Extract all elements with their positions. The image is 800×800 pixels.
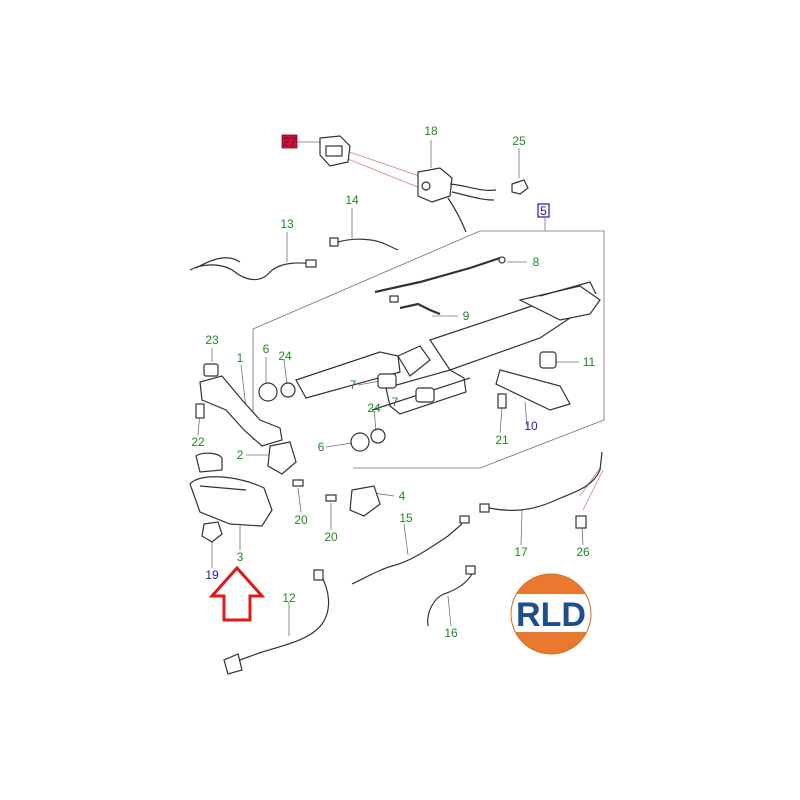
callout-14: 14 <box>345 193 359 207</box>
part-main-pipe <box>295 281 601 415</box>
part-heat-shield-2 <box>267 441 297 475</box>
part-mount-11 <box>539 351 557 369</box>
part-clamp-6a <box>258 382 296 402</box>
part-gasket-19 <box>201 521 223 543</box>
boxed-callouts: 27 5 <box>281 134 550 218</box>
callout-4: 4 <box>399 489 406 503</box>
callout-20b: 20 <box>324 530 338 544</box>
exhaust-parts <box>189 135 603 675</box>
callout-6a: 6 <box>263 342 270 356</box>
part-stud-22 <box>195 403 205 419</box>
callout-21: 21 <box>495 433 509 447</box>
callout-11: 11 <box>583 355 596 369</box>
part-sensor-cable-13 <box>189 257 317 281</box>
part-clamp-6b <box>350 428 386 452</box>
part-sensor-cable-12 <box>223 569 330 675</box>
part-hanger-7 <box>377 373 435 403</box>
leader-lines <box>197 140 605 636</box>
part-nut-23 <box>203 363 219 377</box>
callout-24a: 24 <box>278 349 292 363</box>
callout-9: 9 <box>463 309 470 323</box>
rld-logo: RLD <box>510 573 592 655</box>
callout-16: 16 <box>444 626 458 640</box>
part-actuator <box>417 167 497 233</box>
callout-1: 1 <box>237 351 244 365</box>
callout-22: 22 <box>191 435 205 449</box>
callout-20a: 20 <box>294 513 308 527</box>
callout-25: 25 <box>512 134 526 148</box>
callout-18: 18 <box>424 124 438 138</box>
callout-24b: 24 <box>367 401 381 415</box>
part-sensor-cable-17 <box>479 451 603 513</box>
callout-23: 23 <box>205 333 219 347</box>
callout-27: 27 <box>283 135 297 149</box>
callout-12: 12 <box>282 591 296 605</box>
part-sensor-cable-14 <box>329 237 399 251</box>
part-sensor-cable-16 <box>427 565 476 627</box>
part-connector-26 <box>575 515 587 529</box>
callout-5: 5 <box>540 204 547 218</box>
up-arrow-icon <box>208 565 266 622</box>
part-bolt-21 <box>497 393 507 409</box>
part-sensor-cable-15 <box>351 515 470 585</box>
callout-labels: 18 25 14 13 8 9 23 6 24 1 11 7 7 24 22 2… <box>191 124 595 640</box>
part-downpipe-1 <box>199 375 283 447</box>
callout-7b: 7 <box>392 395 399 409</box>
callout-13: 13 <box>280 217 294 231</box>
callout-3: 3 <box>237 550 244 564</box>
callout-10: 10 <box>524 419 538 433</box>
callout-7a: 7 <box>350 378 357 392</box>
part-pressure-sensor <box>319 135 351 167</box>
callout-17: 17 <box>514 545 528 559</box>
callout-8: 8 <box>533 255 540 269</box>
callout-15: 15 <box>399 511 413 525</box>
logo-text: RLD <box>516 596 586 634</box>
callout-2: 2 <box>237 448 244 462</box>
part-bolt-20 <box>292 479 337 502</box>
part-pipe-9 <box>389 295 441 316</box>
part-dpf-3 <box>189 452 273 527</box>
callout-6b: 6 <box>318 440 325 454</box>
callout-19: 19 <box>205 568 219 582</box>
part-tube-8 <box>374 256 506 294</box>
callout-26: 26 <box>576 545 590 559</box>
part-bracket-10 <box>495 369 571 411</box>
part-bracket-4 <box>349 485 381 517</box>
part-nut <box>511 179 529 195</box>
